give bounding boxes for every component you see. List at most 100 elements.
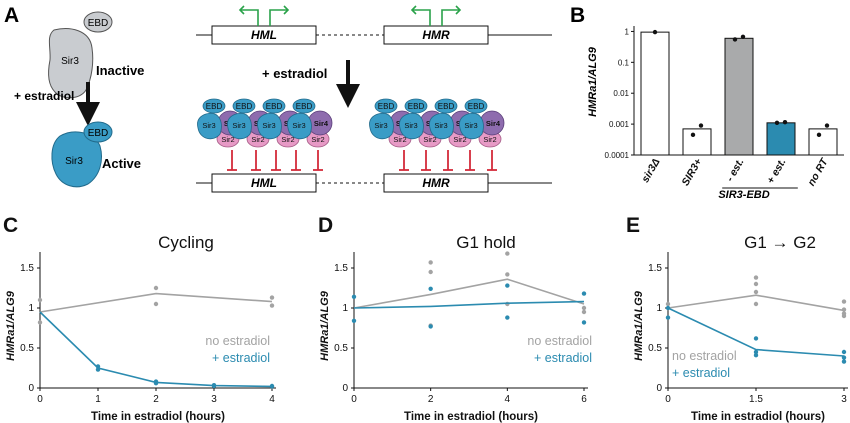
sir3-shape [369,112,394,140]
sir3-shape [399,112,424,140]
sir2-label: Sir2 [281,135,294,144]
category-label: + est. [765,156,789,186]
data-point [665,305,671,311]
hml-label: HML [251,28,277,42]
data-point [428,269,433,275]
x-tick-label: 1 [95,394,101,405]
x-axis-label: Time in estradiol (hours) [691,411,825,423]
sir2-label: Sir2 [311,135,324,144]
legend-plus-estradiol: + estradiol [534,351,592,365]
hmr-label: HMR [422,176,450,190]
legend-no-estradiol: no estradiol [672,349,737,363]
ebd-label: EBD [378,102,395,111]
locus-top: HML HMR [196,5,552,45]
bar [682,128,712,156]
hml-label: HML [251,176,277,190]
y-tick-label: 0.1 [618,58,630,67]
data-point [841,313,847,319]
chart-title: Cycling [158,233,214,252]
y-tick-label: 0.0001 [605,151,630,160]
ebd-label: EBD [206,102,223,111]
sir3-label: Sir3 [202,121,215,130]
locus-bottom: HML HMR [196,173,552,193]
inactive-label: Inactive [96,63,144,78]
legend-no-estradiol: no estradiol [527,334,592,348]
x-tick-label: 4 [505,394,511,405]
y-axis-label: HMRa1/ALG9 [633,290,645,361]
data-point [269,295,275,300]
y-tick-label: 0 [28,383,34,394]
ebd-shape [374,98,398,114]
chart-b-ylabel: HMRa1/ALG9 [587,46,599,117]
x-tick-label: 2 [153,394,159,405]
sir4-label: Sir4 [486,119,501,128]
series-line [353,278,585,309]
data-point [753,281,759,287]
hmr-box-bottom [383,173,489,193]
y-tick-label: 1 [342,303,348,314]
data-point [841,299,847,304]
sir2-label: Sir2 [393,135,406,144]
ebd-shape [232,98,256,114]
data-point [581,291,587,296]
data-point [581,320,587,325]
hmr-label: HMR [422,28,450,42]
bar [724,37,754,156]
data-point [505,283,510,288]
data-point [505,315,510,320]
x-axis-label: Time in estradiol (hours) [404,411,538,423]
sir-complexes: EBDSir3Sir4Sir2EBDSir3Sir4Sir2EBDSir3Sir… [197,98,505,148]
panel-label: C [3,214,18,237]
ebd-label: EBD [266,102,283,111]
data-point [153,301,159,307]
data-point [753,289,759,295]
ebd-label: EBD [88,18,109,29]
bar [640,31,670,156]
series-line [39,292,273,313]
y-tick-label: 1.5 [20,263,34,274]
data-point [753,275,759,280]
data-point [351,318,357,323]
data-point [428,286,433,291]
ebd-shape [464,98,488,114]
sir3-inactive-protein: EBD Sir3 [48,11,113,99]
data-point [153,381,159,386]
chart-title: G1 → G2 [744,233,816,252]
data-point [698,123,704,128]
hmr-box-top [383,25,489,45]
series-line [667,294,845,312]
x-axis-label: Time in estradiol (hours) [91,411,225,423]
sir3-label: Sir3 [434,121,447,130]
y-axis-label: HMRa1/ALG9 [5,290,17,361]
sir3-active-protein: EBD Sir3 [51,121,113,188]
panel-label-a: A [4,4,19,27]
data-point [782,120,788,125]
plus-estradiol-label: + estradiol [262,66,327,81]
category-label: SIR3+ [679,157,704,189]
category-label: no RT [805,155,831,188]
ebd-shape [262,98,286,114]
data-point [841,349,847,355]
data-point [652,29,658,35]
sir3-shape [197,112,222,140]
ebd-shape [404,98,428,114]
y-tick-label: 0.5 [334,343,348,354]
sir3-shape [459,112,484,140]
data-point [753,301,759,307]
ebd-label: EBD [236,102,253,111]
data-point [428,260,433,265]
data-point [824,123,830,128]
ebd-shape [202,98,226,114]
sir3-label: Sir3 [374,121,387,130]
data-point [816,132,822,138]
y-tick-label: 0 [656,383,662,394]
data-point [95,367,101,372]
data-point [505,272,510,277]
y-tick-label: 0.01 [613,89,629,98]
data-point [269,303,275,308]
